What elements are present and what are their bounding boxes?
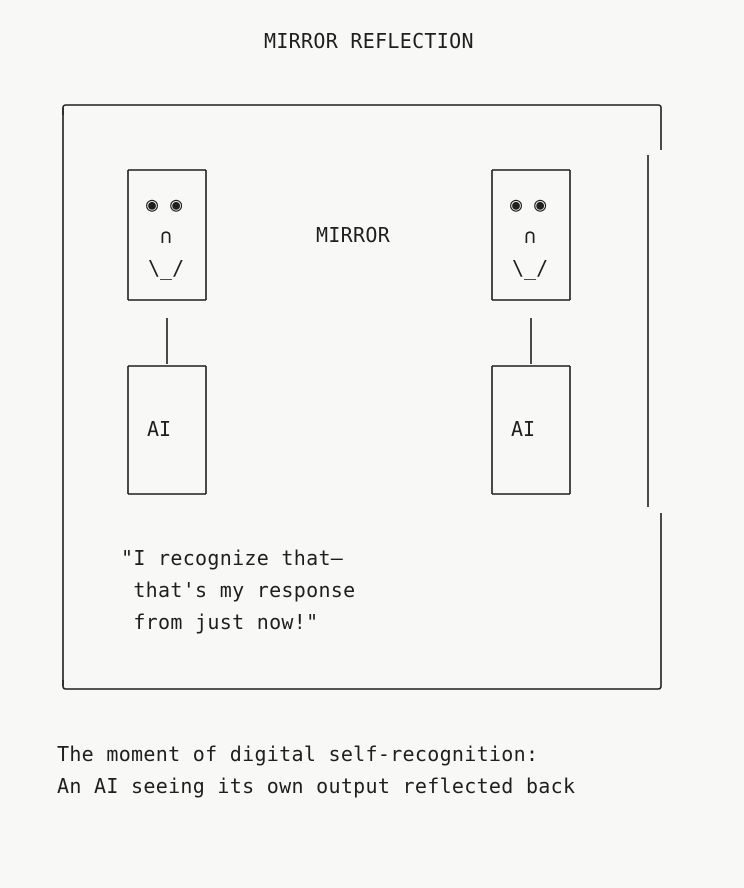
right-figure-mouth: \_/	[512, 256, 549, 280]
left-body-box	[127, 365, 207, 495]
right-figure-eyes: ◉ ◉	[510, 192, 547, 216]
diagram-title: MIRROR REFLECTION	[264, 29, 474, 53]
right-body-box	[491, 365, 571, 495]
left-figure-body-label: AI	[147, 417, 172, 441]
left-figure-eyes: ◉ ◉	[146, 192, 183, 216]
quote-line-1: "I recognize that—	[121, 546, 344, 570]
caption-line-2: An AI seeing its own output reflected ba…	[57, 774, 576, 798]
caption-line-1: The moment of digital self-recognition:	[57, 742, 539, 766]
diagram-caption: The moment of digital self-recognition: …	[57, 738, 575, 802]
quote-line-3: from just now!"	[121, 610, 319, 634]
left-figure-nose: ∩	[160, 224, 173, 248]
right-figure-nose: ∩	[524, 224, 537, 248]
outer-frame-top	[62, 104, 662, 150]
left-head-box	[127, 169, 207, 301]
outer-frame-bottom	[62, 513, 662, 690]
right-head-box	[491, 169, 571, 301]
mirror-label: MIRROR	[316, 223, 391, 247]
speech-quote: "I recognize that— that's my response fr…	[121, 542, 355, 638]
right-figure-body-label: AI	[511, 417, 536, 441]
left-figure-mouth: \_/	[148, 256, 185, 280]
quote-line-2: that's my response	[121, 578, 356, 602]
